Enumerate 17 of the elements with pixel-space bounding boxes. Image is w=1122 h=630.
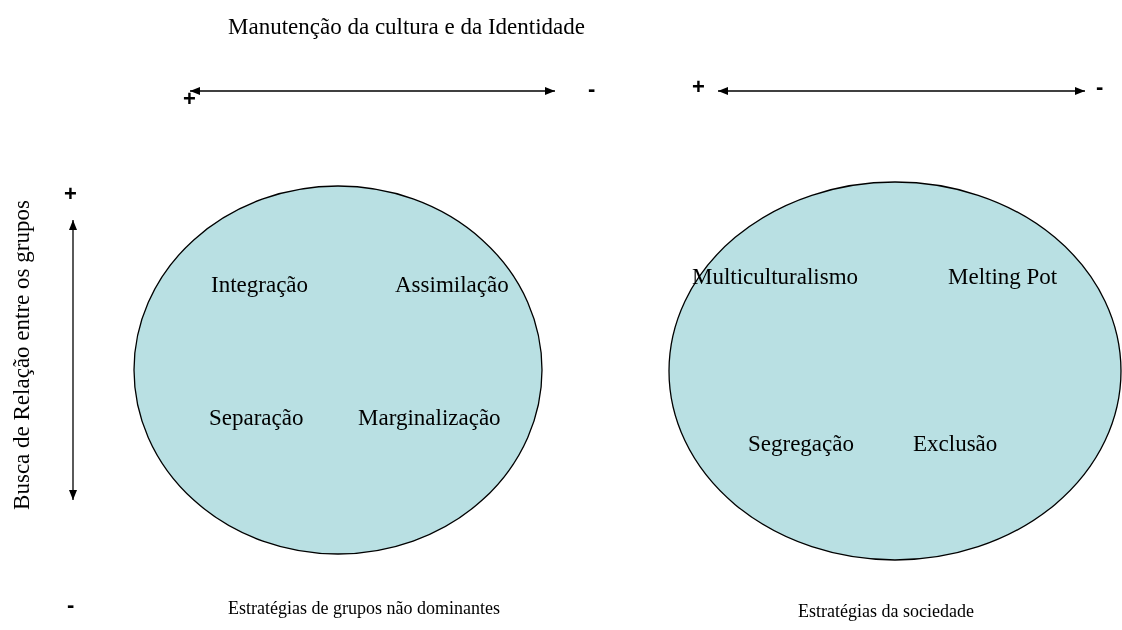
- strategy-label: Integração: [211, 272, 309, 298]
- strategy-label: Segregação: [748, 431, 854, 457]
- axis-title: Busca de Relação entre os grupos: [9, 200, 35, 510]
- minus-sign: -: [67, 592, 75, 618]
- strategy-label: Melting Pot: [948, 264, 1058, 290]
- caption-text: Estratégias de grupos não dominantes: [228, 598, 500, 619]
- plus-sign: +: [692, 74, 705, 100]
- caption-text: Estratégias da sociedade: [798, 601, 974, 622]
- minus-sign: -: [1096, 74, 1104, 100]
- strategy-label: Exclusão: [913, 431, 998, 457]
- strategy-label: Marginalização: [358, 405, 501, 431]
- axis-title: Manutenção da cultura e da Identidade: [228, 14, 585, 40]
- plus-sign: +: [183, 86, 196, 112]
- plus-sign: +: [64, 181, 77, 207]
- strategy-label: Separação: [209, 405, 304, 431]
- strategy-label: Assimilação: [395, 272, 509, 298]
- minus-sign: -: [588, 76, 596, 102]
